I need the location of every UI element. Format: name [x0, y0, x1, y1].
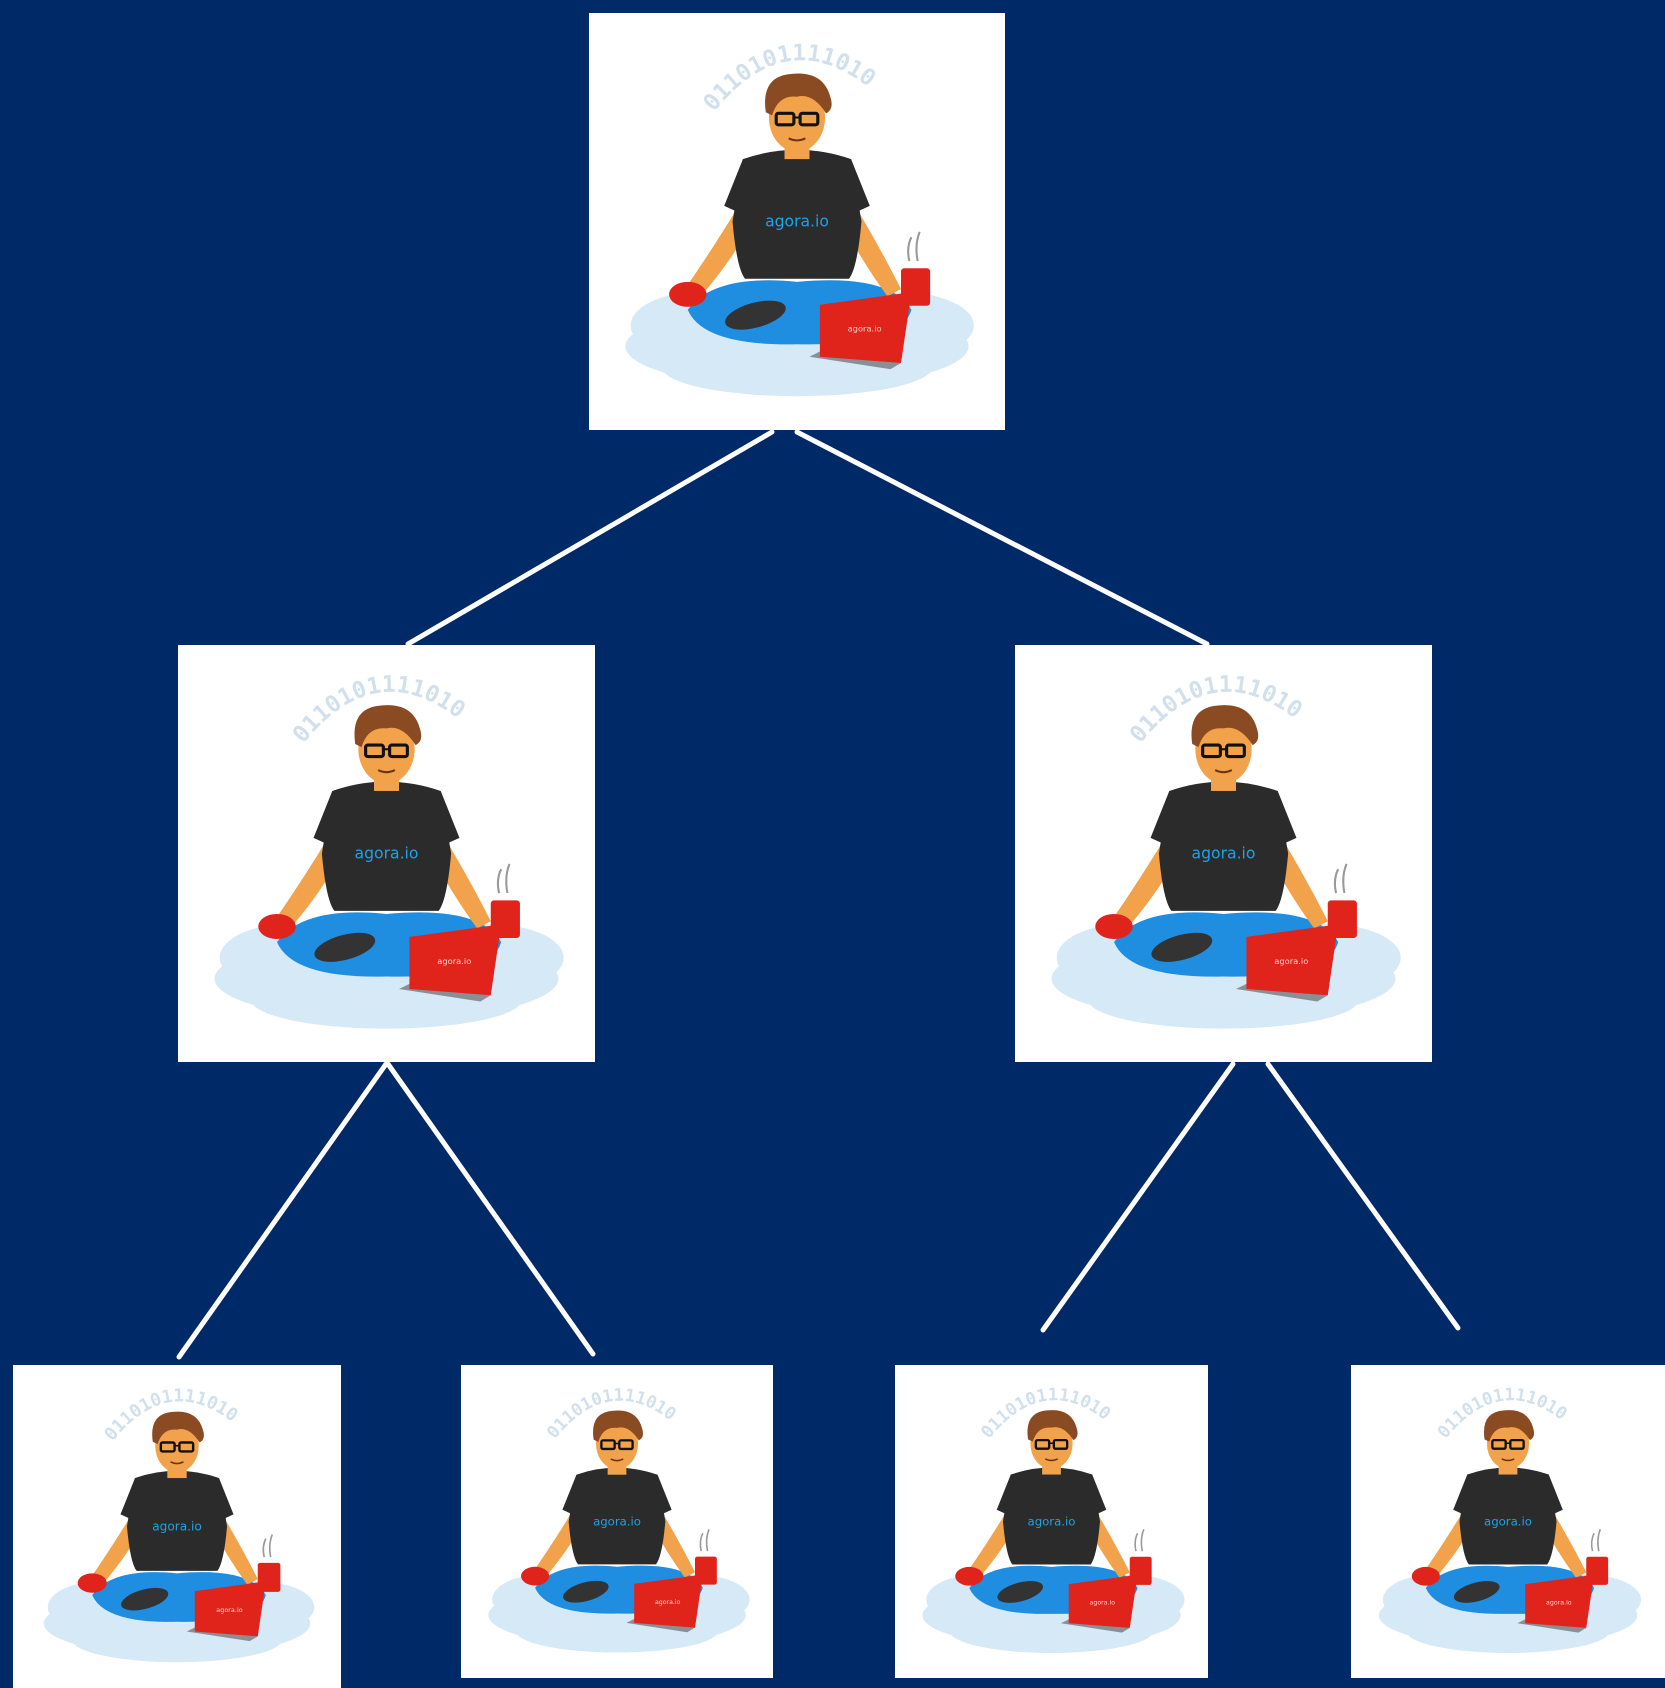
svg-text:agora.io: agora.io — [848, 324, 882, 334]
svg-text:agora.io: agora.io — [1484, 1514, 1532, 1528]
edges — [176, 429, 1461, 1360]
svg-text:agora.io: agora.io — [437, 956, 471, 966]
edge-right-to-right-left — [1040, 1061, 1236, 1333]
svg-text:agora.io: agora.io — [1192, 844, 1256, 863]
node-right-left: 0110101111010 agora.io — [895, 1365, 1208, 1678]
edge-left-to-left-right — [385, 1061, 596, 1357]
svg-text:agora.io: agora.io — [1274, 956, 1308, 966]
node-right: 0110101111010 agora.io — [1015, 645, 1432, 1062]
meditating-developer-illustration: 0110101111010 agora.io — [922, 1385, 1185, 1653]
svg-text:agora.io: agora.io — [655, 1599, 681, 1606]
meditating-developer-illustration: 0110101111010 agora.io — [1378, 1385, 1642, 1653]
edge-right-to-right-right — [1265, 1061, 1461, 1331]
svg-text:agora.io: agora.io — [765, 213, 829, 231]
node-right-right: 0110101111010 agora.io — [1351, 1365, 1665, 1678]
node-root: 0110101111010 agora.io — [589, 13, 1005, 430]
edge-root-to-left — [405, 429, 775, 647]
svg-text:agora.io: agora.io — [1028, 1514, 1076, 1528]
node-left-right: 0110101111010 agora.io — [461, 1365, 773, 1678]
svg-text:agora.io: agora.io — [593, 1514, 641, 1528]
edge-left-to-left-left — [176, 1061, 389, 1360]
meditating-developer-illustration: 0110101111010 agora.io — [214, 672, 564, 1029]
svg-text:agora.io: agora.io — [1090, 1599, 1116, 1606]
node-left-left: 0110101111010 agora.io — [13, 1365, 341, 1688]
svg-text:agora.io: agora.io — [152, 1520, 202, 1534]
meditating-developer-illustration: 0110101111010 agora.io — [43, 1386, 315, 1663]
edge-root-to-right — [794, 429, 1210, 647]
svg-text:agora.io: agora.io — [355, 844, 419, 863]
node-left: 0110101111010 agora.io — [178, 645, 595, 1062]
svg-text:agora.io: agora.io — [1546, 1599, 1572, 1606]
meditating-developer-illustration: 0110101111010 agora.io — [1051, 672, 1401, 1029]
svg-text:agora.io: agora.io — [216, 1606, 242, 1614]
meditating-developer-illustration: 0110101111010 agora.io — [488, 1386, 750, 1653]
meditating-developer-illustration: 0110101111010 agora.io — [625, 40, 974, 397]
